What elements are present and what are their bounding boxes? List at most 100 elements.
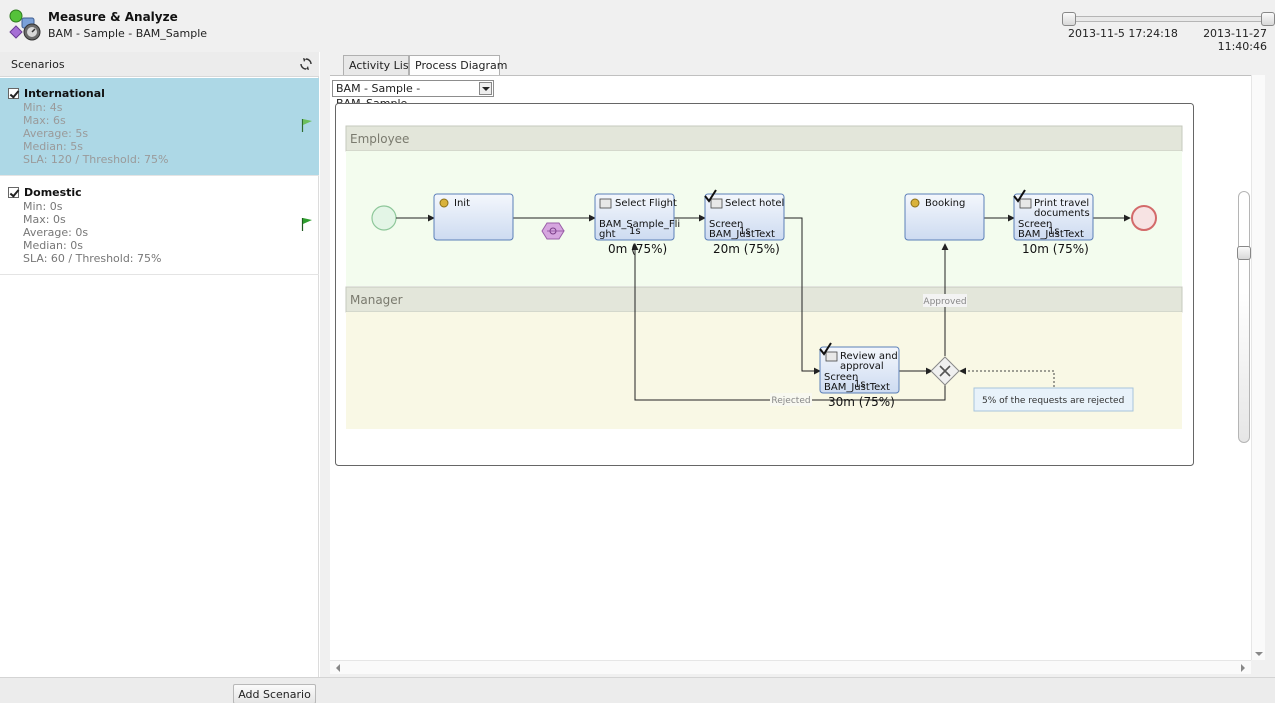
gear-icon: [439, 198, 449, 208]
task-detail: ght: [599, 229, 616, 240]
checkmark-icon: [1013, 189, 1026, 203]
scenario-stat-max: Max: 6s: [23, 114, 66, 127]
refresh-icon[interactable]: [300, 58, 312, 70]
task-print-travel-documents[interactable]: Print travel documents Screen BAM_JustTe…: [1013, 189, 1094, 241]
task-label: Booking: [925, 198, 965, 209]
flow-label-approved: Approved: [923, 297, 966, 307]
intermediate-event-icon: [541, 222, 565, 240]
zoom-slider-thumb[interactable]: [1237, 246, 1251, 260]
task-detail: Screen: [824, 372, 858, 383]
task-label: approval: [840, 361, 884, 372]
task-duration: 1s: [629, 226, 641, 237]
task-review-and-approval[interactable]: Review and approval Screen BAM_JustText …: [819, 342, 900, 394]
time-range-slider[interactable]: 2013-11-5 17:24:18 2013-11-27 11:40:46: [1062, 12, 1275, 53]
lane-header-manager: [345, 286, 1183, 313]
lane-label-manager: Manager: [350, 293, 403, 307]
task-duration: 1s: [854, 379, 866, 390]
time-slider-end-thumb[interactable]: [1261, 12, 1275, 26]
lane-header-employee: [345, 125, 1183, 152]
process-select-dropdown[interactable]: BAM - Sample - BAM_Sample: [332, 80, 494, 110]
zoom-slider-track[interactable]: [1238, 191, 1250, 443]
app-subtitle: BAM - Sample - BAM_Sample: [48, 27, 208, 40]
scenario-name: Domestic: [24, 186, 82, 199]
gear-icon: [910, 198, 920, 208]
task-metric: 20m (75%): [713, 242, 780, 256]
task-duration: 1s: [739, 226, 751, 237]
task-detail: BAM_JustText: [1018, 229, 1084, 240]
checkmark-icon: [819, 342, 832, 356]
bottom-toolbar: Add Scenario: [0, 677, 1275, 703]
task-label: Print travel: [1034, 198, 1089, 209]
chevron-down-icon[interactable]: [479, 82, 492, 95]
screen-task-icon: [825, 351, 838, 362]
scenario-stat-average: Average: 0s: [23, 226, 89, 239]
task-detail: BAM_Sample_Fli: [599, 219, 680, 230]
scenario-name: International: [24, 87, 105, 100]
screen-task-icon: [1019, 198, 1032, 209]
add-scenario-button[interactable]: Add Scenario: [233, 684, 316, 703]
task-booking[interactable]: Booking: [904, 193, 985, 241]
start-event[interactable]: [371, 205, 397, 231]
flag-icon: [301, 119, 312, 132]
flag-icon: [301, 218, 312, 231]
time-slider-end-label: 2013-11-27 11:40:46: [1203, 27, 1267, 53]
scenario-stat-sla: SLA: 120 / Threshold: 75%: [23, 153, 169, 166]
scenarios-title: Scenarios: [11, 58, 65, 71]
task-detail: Screen: [1018, 219, 1052, 230]
annotation-text: 5% of the requests are rejected: [982, 396, 1124, 406]
scenarios-header: Scenarios: [0, 52, 319, 77]
tab-activity-list[interactable]: Activity List: [343, 55, 413, 75]
scenario-stat-sla: SLA: 60 / Threshold: 75%: [23, 252, 162, 265]
task-duration: 1s: [1048, 226, 1060, 237]
vertical-scrollbar[interactable]: [1251, 75, 1265, 660]
task-label: documents: [1034, 208, 1090, 219]
time-slider-start-thumb[interactable]: [1062, 12, 1076, 26]
scenarios-panel: Scenarios International Min: 4s Max: 6s …: [0, 52, 319, 677]
horizontal-scrollbar[interactable]: [330, 660, 1251, 674]
task-metric: 30m (75%): [828, 395, 895, 409]
scenario-stat-min: Min: 4s: [23, 101, 63, 114]
scroll-right-icon[interactable]: [1241, 664, 1245, 672]
task-label: Select hotel: [725, 198, 784, 209]
task-select-flight[interactable]: Select Flight BAM_Sample_Fli ght 1s: [594, 193, 680, 241]
text-annotation[interactable]: 5% of the requests are rejected: [973, 387, 1134, 412]
service-task-icon: [599, 198, 612, 209]
task-detail: Screen: [709, 219, 743, 230]
scenario-checkbox-international[interactable]: [8, 88, 19, 99]
time-slider-start-label: 2013-11-5 17:24:18: [1068, 27, 1178, 40]
checkmark-icon: [704, 189, 717, 203]
flow-label-bg: [923, 294, 967, 307]
task-metric: 0m (75%): [608, 242, 667, 256]
scenario-row-domestic[interactable]: Domestic Min: 0s Max: 0s Average: 0s Med…: [0, 177, 319, 275]
scenario-stat-median: Median: 5s: [23, 140, 83, 153]
scenario-stat-min: Min: 0s: [23, 200, 63, 213]
measure-analyze-icon: [9, 9, 41, 41]
app-title: Measure & Analyze: [48, 10, 178, 24]
scenario-stat-max: Max: 0s: [23, 213, 66, 226]
task-label: Review and: [840, 351, 898, 362]
task-metric: 10m (75%): [1022, 242, 1089, 256]
end-event[interactable]: [1131, 205, 1157, 231]
scroll-down-icon[interactable]: [1255, 652, 1263, 656]
scroll-left-icon[interactable]: [336, 664, 340, 672]
lane-label-employee: Employee: [350, 132, 409, 146]
screen-task-icon: [710, 198, 723, 209]
main-content: Activity List Process Diagram BAM - Samp…: [320, 52, 1275, 677]
scenario-stat-median: Median: 0s: [23, 239, 83, 252]
task-detail: BAM_JustText: [709, 229, 775, 240]
flow-label-bg: [770, 393, 812, 406]
task-select-hotel[interactable]: Select hotel Screen BAM_JustText 1s: [704, 189, 785, 241]
scenario-stat-average: Average: 5s: [23, 127, 89, 140]
time-slider-track[interactable]: [1068, 16, 1268, 22]
task-init[interactable]: Init: [433, 193, 514, 241]
process-diagram: Employee Manager: [335, 103, 1194, 466]
task-detail: BAM_JustText: [824, 382, 890, 393]
exclusive-gateway[interactable]: [930, 356, 960, 386]
process-diagram-panel: BAM - Sample - BAM_Sample Employee: [330, 75, 1261, 660]
scenario-row-international[interactable]: International Min: 4s Max: 6s Average: 5…: [0, 78, 319, 176]
task-label: Select Flight: [615, 198, 677, 209]
app-header: Measure & Analyze BAM - Sample - BAM_Sam…: [0, 0, 1275, 53]
scenario-checkbox-domestic[interactable]: [8, 187, 19, 198]
tab-process-diagram[interactable]: Process Diagram: [409, 55, 507, 76]
zoom-slider[interactable]: [1237, 191, 1251, 443]
